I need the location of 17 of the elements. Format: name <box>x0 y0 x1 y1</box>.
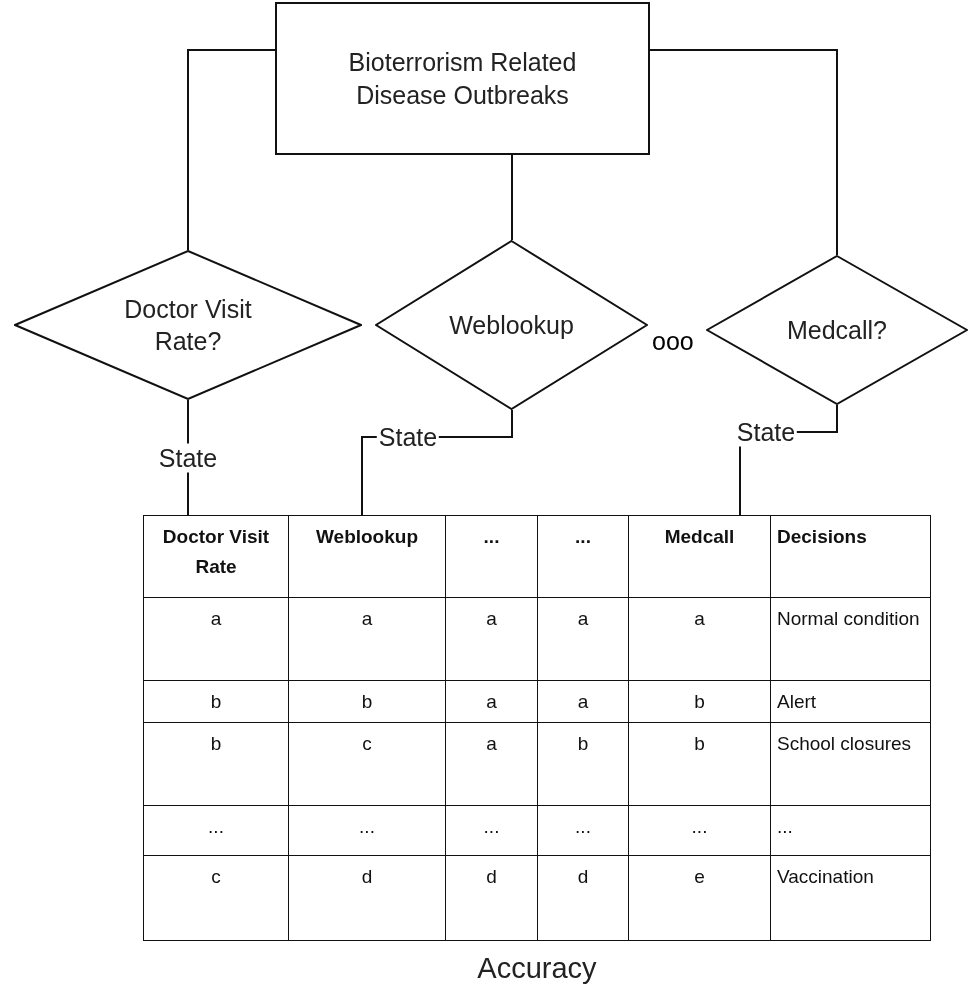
header-cell: Doctor Visit Rate <box>143 515 289 598</box>
decision-diamond <box>706 255 968 405</box>
node-label: Doctor Visit Rate? <box>123 293 253 357</box>
decision-diamond <box>14 250 362 400</box>
decision-diamond <box>375 240 648 410</box>
caption: Accuracy <box>477 952 597 984</box>
node-label: Bioterrorism Related Disease Outbreaks <box>347 47 578 111</box>
node-label: Weblookup <box>449 309 574 341</box>
node-label: Medcall? <box>786 314 888 346</box>
connector-line <box>649 49 838 256</box>
process-box <box>275 2 650 155</box>
ellipsis-text: ooo <box>652 327 694 356</box>
table-cell: c <box>143 855 289 941</box>
connector-line <box>511 154 513 241</box>
table-cell: Vaccination <box>770 855 931 941</box>
header-cell: Decisions <box>770 515 931 598</box>
connector-line <box>187 49 276 251</box>
